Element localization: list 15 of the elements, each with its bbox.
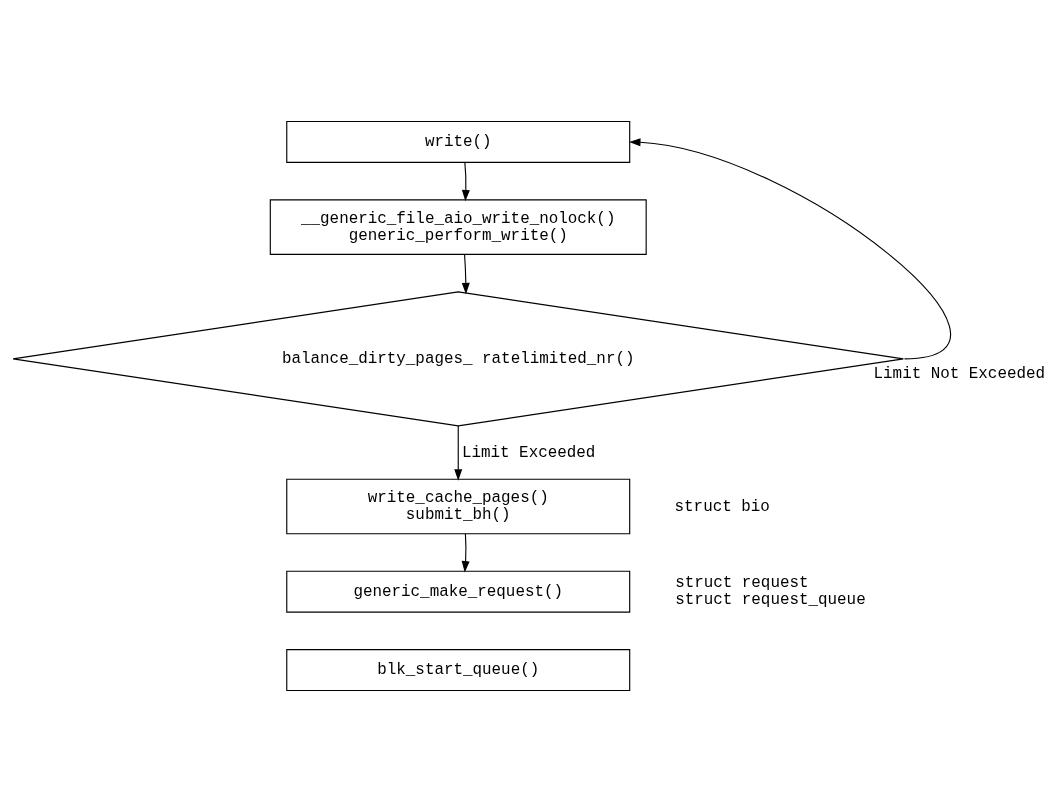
edge-label: Limit Not Exceeded — [873, 364, 1046, 383]
arrow — [629, 137, 950, 359]
arrow — [461, 532, 470, 572]
node-box: blk_start_queue() — [286, 648, 631, 691]
arrow — [461, 253, 470, 294]
arrow — [454, 424, 463, 481]
arrow — [461, 161, 470, 201]
edge-label: Limit Exceeded — [461, 443, 596, 462]
node-box: write() — [286, 120, 631, 163]
node-box: write_cache_pages() submit_bh() — [286, 478, 631, 534]
node-label: struct request_queue — [675, 590, 866, 609]
node-box: __generic_file_aio_write_nolock() generic_perform_write() — [269, 198, 647, 255]
node-box: generic_make_request() — [286, 570, 631, 613]
node-label: struct bio — [674, 497, 770, 516]
node-label: struct request — [675, 573, 809, 592]
